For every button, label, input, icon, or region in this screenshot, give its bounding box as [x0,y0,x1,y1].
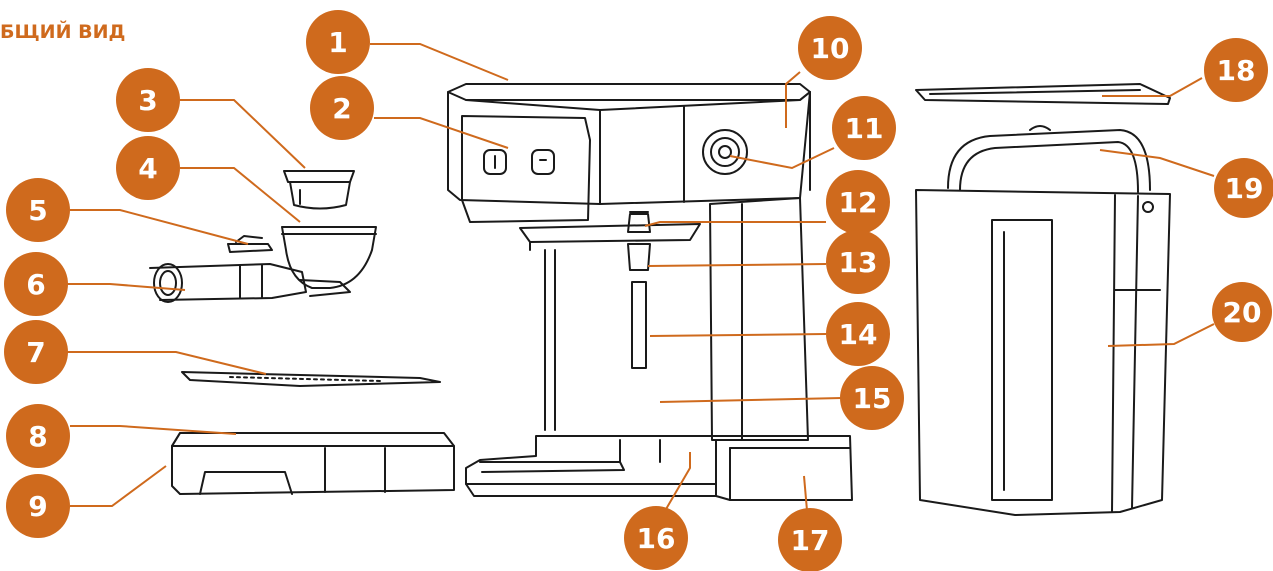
callout-number-10: 10 [811,32,850,65]
callout-number-1: 1 [328,26,347,59]
drip-grid [182,372,440,386]
callout-number-7: 7 [26,336,45,369]
callout-number-17: 17 [791,524,830,557]
callout-number-9: 9 [28,490,47,523]
callout-number-13: 13 [839,246,878,279]
drip-tray [172,433,454,494]
callout-number-11: 11 [845,112,884,145]
callout-number-16: 16 [637,522,676,555]
callout-number-4: 4 [138,152,157,185]
callout-number-5: 5 [28,194,47,227]
callout-number-19: 19 [1225,172,1264,205]
callout-number-2: 2 [332,92,351,125]
callout-number-3: 3 [138,84,157,117]
callout-number-15: 15 [853,382,892,415]
callout-number-6: 6 [26,268,45,301]
callout-number-12: 12 [839,186,878,219]
page-heading: БЩИЙ ВИД [0,20,125,43]
water-tank-lid [916,84,1170,104]
callout-number-14: 14 [839,318,878,351]
water-tank [916,126,1170,515]
callout-number-18: 18 [1217,54,1256,87]
callout-number-20: 20 [1223,296,1262,329]
machine-body [448,84,852,500]
filter-basket [284,171,354,209]
callout-number-8: 8 [28,420,47,453]
